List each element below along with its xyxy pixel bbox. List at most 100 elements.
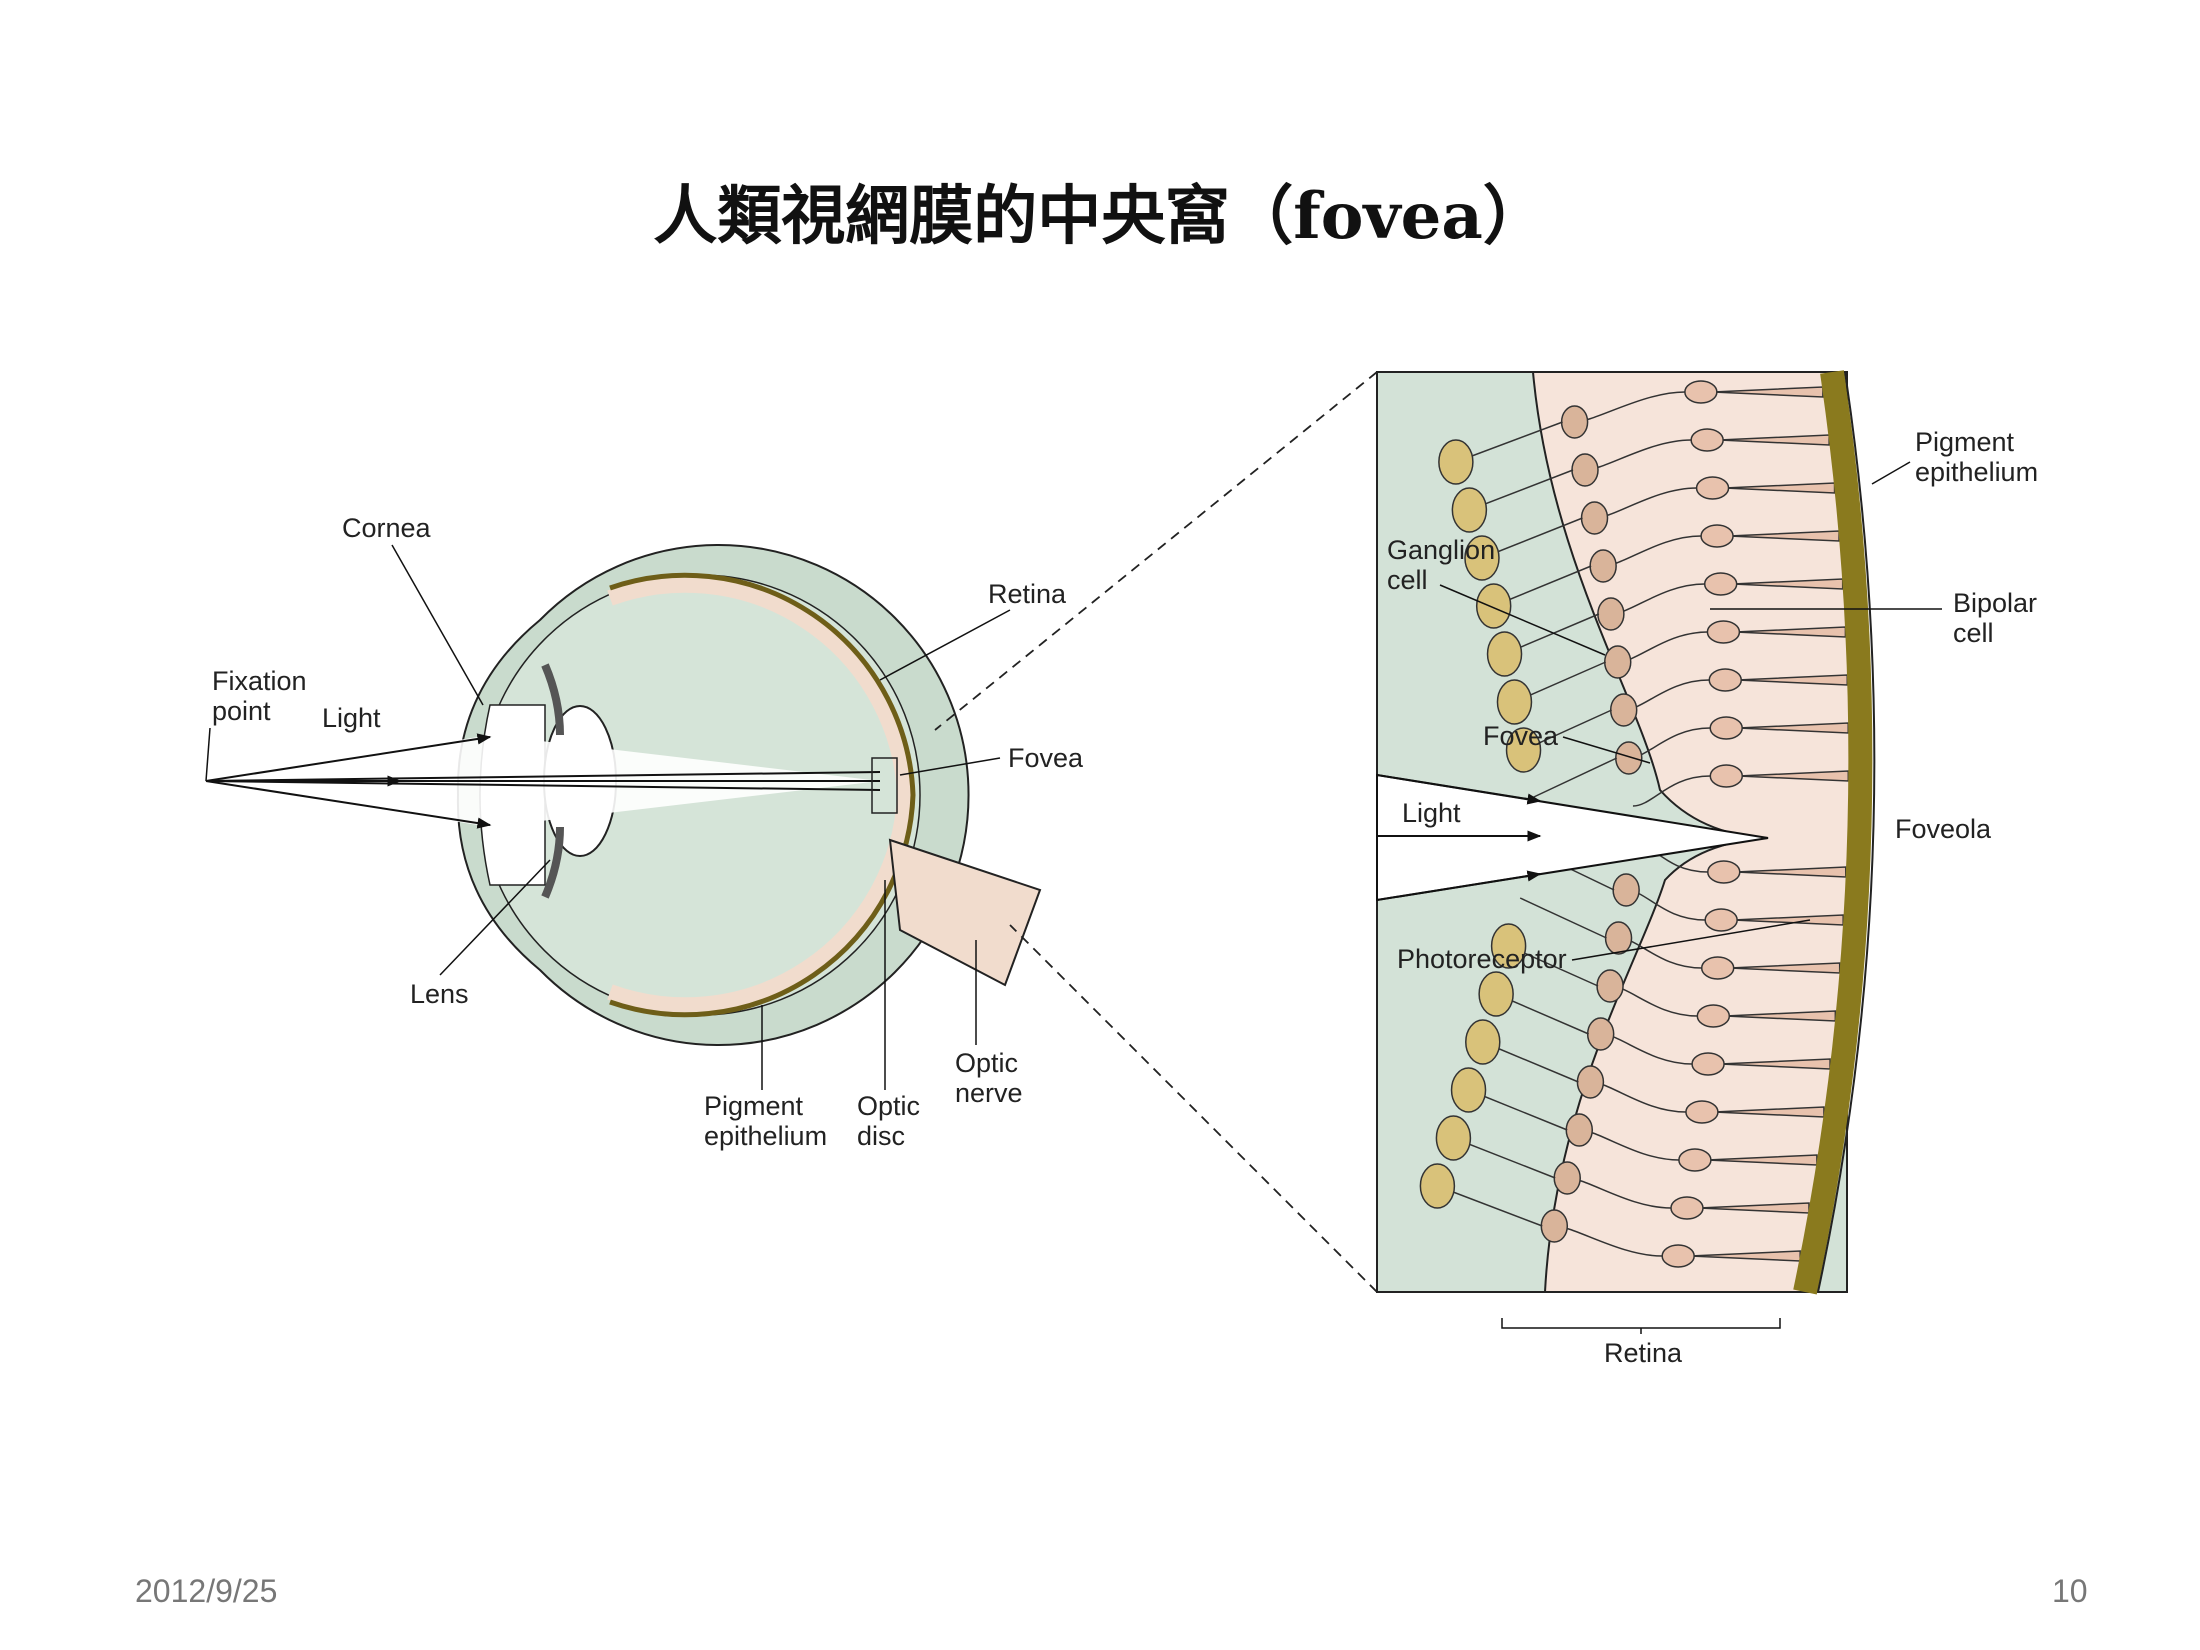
- bipolar-cell: [1596, 969, 1624, 1003]
- label-fovea-detail: Fovea: [1483, 721, 1559, 751]
- label-fixation-point-line2: point: [212, 696, 271, 726]
- photoreceptor-nucleus: [1678, 1148, 1712, 1172]
- photoreceptor-cell: [1729, 962, 1841, 974]
- label-pigment-epithelium-detail-line2: epithelium: [1915, 457, 2038, 487]
- label-bipolar-cell-line2: cell: [1953, 618, 1994, 648]
- photoreceptor-nucleus: [1708, 668, 1743, 692]
- ganglion-cell: [1465, 1019, 1501, 1065]
- photoreceptor-nucleus: [1690, 428, 1724, 452]
- label-bipolar-cell: Bipolar: [1953, 588, 2037, 618]
- slide-date: 2012/9/25: [135, 1573, 278, 1609]
- photoreceptor-nucleus: [1700, 956, 1735, 980]
- photoreceptor-nucleus: [1700, 524, 1734, 548]
- iris-top: [541, 663, 564, 736]
- eye-cross-section: Cornea Fixation point Light Retina Fovea…: [205, 513, 1084, 1151]
- label-retina: Retina: [988, 579, 1067, 609]
- ganglion-cell: [1478, 971, 1514, 1017]
- photoreceptor-cell: [1720, 1058, 1831, 1070]
- ganglion-cell: [1438, 439, 1474, 485]
- bipolar-cell: [1571, 453, 1599, 487]
- bipolar-cell: [1609, 693, 1638, 727]
- label-lens: Lens: [410, 979, 469, 1009]
- photoreceptor-nucleus: [1684, 380, 1718, 404]
- ganglion-cell: [1464, 535, 1500, 581]
- bipolar-cell: [1597, 597, 1625, 631]
- synapse-fiber: [1455, 421, 1563, 463]
- synapse-fiber: [1437, 1185, 1543, 1227]
- ganglion-cell: [1435, 1115, 1472, 1161]
- ganglion-cell: [1505, 727, 1542, 773]
- synapse-fiber: [1519, 897, 1607, 939]
- photoreceptor-nucleus: [1670, 1196, 1704, 1220]
- photoreceptor-nucleus: [1703, 572, 1738, 596]
- photoreceptor-nucleus: [1706, 620, 1741, 644]
- photoreceptor-nucleus: [1704, 908, 1738, 932]
- light-ray-bot: [205, 780, 881, 791]
- label-fixation-point: Fixation: [212, 666, 307, 696]
- bipolar-cell: [1560, 405, 1589, 439]
- ganglion-cell: [1486, 631, 1523, 677]
- bipolar-cell: [1603, 645, 1632, 679]
- bipolar-cell: [1576, 1065, 1605, 1099]
- bipolar-cell: [1589, 549, 1617, 583]
- label-pigment-epithelium-detail: Pigment: [1915, 427, 2015, 457]
- synapse-fiber: [1531, 757, 1618, 799]
- photoreceptor-nucleus: [1691, 1052, 1725, 1076]
- light-wedge: [1376, 773, 1769, 902]
- label-optic-nerve: Optic: [955, 1048, 1018, 1078]
- light-ray-arrow: [205, 733, 492, 782]
- photoreceptor-cell: [1725, 1010, 1837, 1022]
- light-ray-arrow: [205, 780, 492, 829]
- slide-title: 人類視網膜的中央窩（fovea）: [653, 179, 1547, 254]
- retinal-cells: [1419, 380, 1850, 1268]
- ganglion-cell: [1490, 923, 1527, 969]
- fovea-box: [871, 757, 898, 814]
- eye-leader-lines: [205, 544, 1011, 1090]
- label-retina-detail: Retina: [1604, 1338, 1683, 1368]
- synapse-fiber: [1469, 469, 1574, 511]
- label-light: Light: [322, 703, 381, 733]
- ganglion-cell: [1419, 1163, 1456, 1209]
- photoreceptor-cell: [1733, 914, 1844, 926]
- photoreceptor-nucleus: [1695, 476, 1730, 500]
- label-cornea: Cornea: [342, 513, 432, 543]
- ganglion-cell: [1450, 1067, 1487, 1113]
- fovea-detail-panel: Pigment epithelium Bipolar cell Ganglion…: [1376, 370, 2038, 1368]
- light-arrow: [1376, 774, 1542, 805]
- bipolar-cell: [1580, 501, 1609, 535]
- retina-layer: [607, 576, 914, 1014]
- slide-page-number: 10: [2052, 1573, 2088, 1609]
- photoreceptor-nucleus: [1685, 1100, 1719, 1124]
- iris-bottom: [541, 826, 564, 899]
- photoreceptor-nucleus: [1709, 716, 1743, 740]
- label-photoreceptor: Photoreceptor: [1397, 944, 1567, 974]
- photoreceptor-nucleus: [1707, 860, 1741, 884]
- bipolar-cell: [1540, 1209, 1569, 1243]
- bipolar-cell: [1612, 873, 1640, 907]
- bipolar-cell: [1553, 1161, 1581, 1195]
- bipolar-cell: [1604, 921, 1633, 955]
- photoreceptor-cell: [1735, 866, 1847, 878]
- detail-leader-lines: [1439, 461, 1942, 1334]
- bipolar-cell: [1615, 741, 1643, 775]
- pigment-epithelium-edge: [1817, 371, 1876, 1293]
- ganglion-cell: [1451, 487, 1488, 533]
- label-pigment-epithelium: Pigment: [704, 1091, 804, 1121]
- label-ganglion-cell: Ganglion: [1387, 535, 1495, 565]
- label-optic-disc-line2: disc: [857, 1121, 905, 1151]
- optic-nerve: [888, 838, 1042, 987]
- bipolar-cell: [1565, 1113, 1594, 1147]
- light-ray-top: [205, 771, 881, 782]
- ganglion-cell: [1475, 583, 1512, 629]
- ganglion-cell: [1496, 679, 1533, 725]
- bipolar-cell: [1586, 1017, 1615, 1051]
- light-arrow: [1376, 870, 1542, 901]
- zoom-line-bottom: [1009, 924, 1378, 1293]
- label-ganglion-cell-line2: cell: [1387, 565, 1428, 595]
- pigment-epithelium-layer: [609, 572, 916, 1018]
- photoreceptor-nucleus: [1709, 764, 1744, 788]
- photoreceptor-nucleus: [1696, 1004, 1731, 1028]
- photoreceptor-cell: [1738, 770, 1850, 782]
